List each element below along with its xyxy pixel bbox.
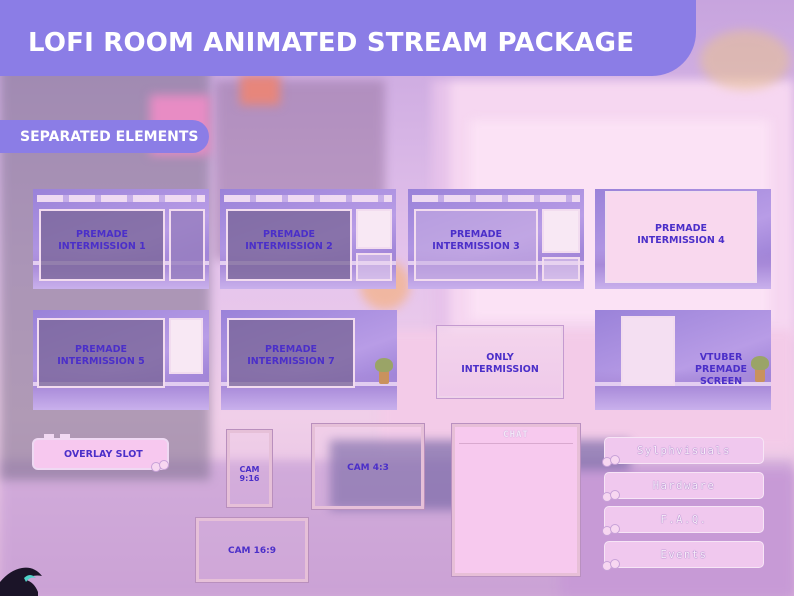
intermission-7-preview: PREMADE INTERMISSION 7 (221, 310, 397, 410)
bubble-icon (602, 490, 622, 504)
panel-events: Events (602, 541, 764, 571)
bubble-icon (602, 559, 622, 573)
vtuber-screen-preview: VTUBER PREMADE SCREEN (595, 310, 771, 410)
intermission-1-line2: INTERMISSION 1 (58, 241, 146, 252)
intermission-4-line1: PREMADE (655, 223, 707, 234)
cam-9-16-label: CAM 9:16 (239, 465, 260, 483)
brand-logo-icon (0, 567, 42, 596)
title-banner: LOFI ROOM ANIMATED STREAM PACKAGE (0, 0, 696, 76)
intermission-5-preview: PREMADE INTERMISSION 5 (33, 310, 209, 410)
panel-label: F.A.Q. (660, 514, 708, 526)
chat-box: CHAT (451, 423, 581, 577)
intermission-1-preview: PREMADE INTERMISSION 1 (33, 189, 209, 289)
panel-hardware: Hardware (602, 472, 764, 502)
vtuber-line1: VTUBER (699, 352, 743, 363)
intermission-2-line1: PREMADE (263, 229, 315, 240)
intermission-2-preview: PREMADE INTERMISSION 2 (220, 189, 396, 289)
panel-faq: F.A.Q. (602, 506, 764, 536)
bubble-icon (151, 460, 171, 474)
panel-label: Sylphvisuals (637, 445, 731, 457)
panel-label: Events (660, 549, 708, 561)
bubble-icon (602, 524, 622, 538)
intermission-5-line2: INTERMISSION 5 (57, 356, 145, 367)
cam-16-9-frame: CAM 16:9 (195, 517, 309, 583)
intermission-2-line2: INTERMISSION 2 (245, 241, 333, 252)
vtuber-line2: PREMADE SCREEN (695, 364, 747, 387)
overlay-slot: OVERLAY SLOT (32, 434, 169, 472)
section-title: SEPARATED ELEMENTS (20, 129, 199, 145)
cam-16-9-label: CAM 16:9 (227, 546, 277, 556)
intermission-3-line1: PREMADE (450, 229, 502, 240)
intermission-7-line2: INTERMISSION 7 (247, 356, 335, 367)
panel-sylphvisuals: Sylphvisuals (602, 437, 764, 467)
bubble-icon (602, 455, 622, 469)
only-intermission-line1: ONLY (486, 352, 514, 363)
panel-label: Hardware (652, 480, 716, 492)
page-title: LOFI ROOM ANIMATED STREAM PACKAGE (28, 28, 635, 58)
only-intermission-frame: ONLY INTERMISSION (436, 325, 564, 399)
intermission-5-line1: PREMADE (75, 344, 127, 355)
intermission-4-preview: PREMADE INTERMISSION 4 (595, 189, 771, 289)
intermission-3-line2: INTERMISSION 3 (432, 241, 520, 252)
cam-4-3-label: CAM 4:3 (347, 463, 389, 473)
intermission-4-line2: INTERMISSION 4 (637, 235, 725, 246)
section-header: SEPARATED ELEMENTS (0, 120, 209, 153)
cam-9-16-frame: CAM 9:16 (226, 429, 273, 508)
overlay-slot-label: OVERLAY SLOT (64, 449, 143, 460)
chat-title: CHAT (503, 430, 529, 440)
cam-4-3-frame: CAM 4:3 (311, 423, 425, 510)
intermission-1-line1: PREMADE (76, 229, 128, 240)
intermission-7-line1: PREMADE (265, 344, 317, 355)
only-intermission-line2: INTERMISSION (461, 364, 539, 375)
intermission-3-preview: PREMADE INTERMISSION 3 (408, 189, 584, 289)
